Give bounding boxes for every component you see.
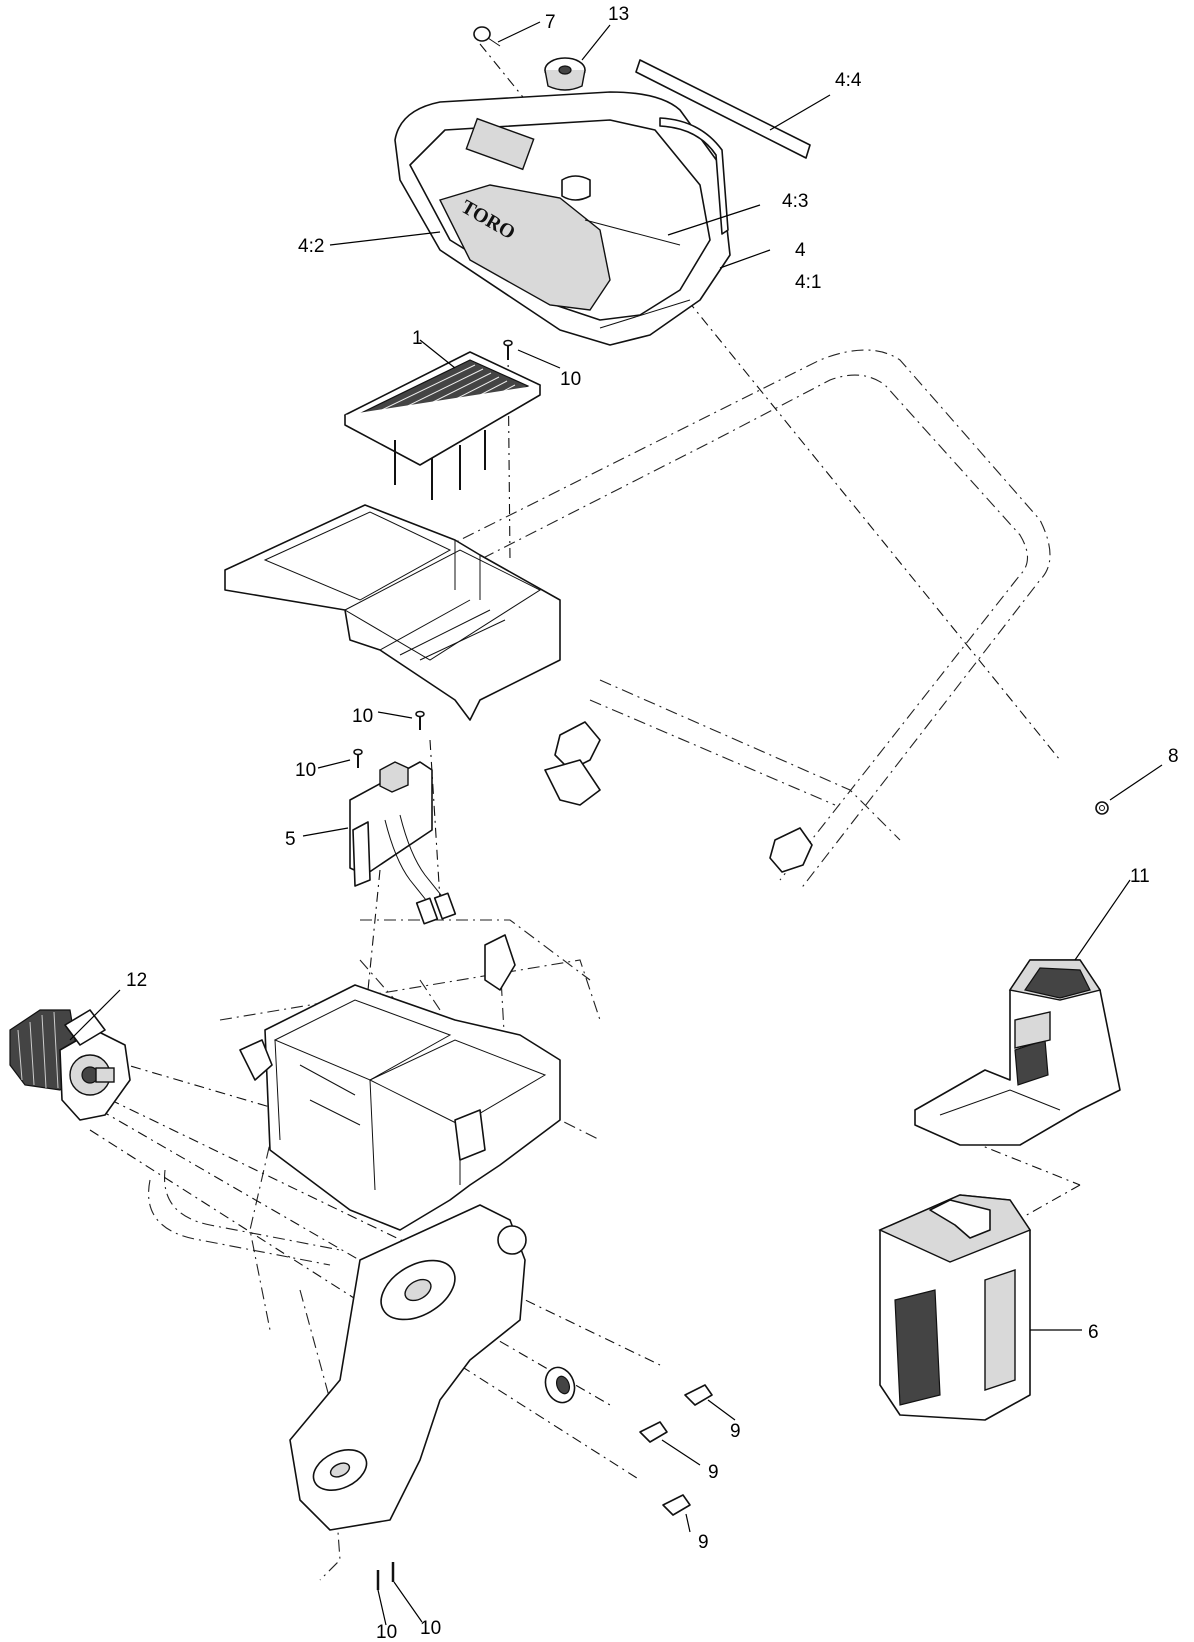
controller-heatsink bbox=[344, 351, 541, 500]
callout-labels: 7 13 4:4 4:3 4 4:1 4:2 1 10 10 10 5 8 11… bbox=[126, 4, 1179, 1642]
callout-4-1: 4:1 bbox=[795, 272, 821, 293]
console-knob-seat bbox=[561, 175, 591, 201]
bushing bbox=[544, 1366, 576, 1404]
callout-13: 13 bbox=[608, 4, 629, 25]
callout-1: 1 bbox=[412, 328, 423, 349]
pin bbox=[473, 26, 501, 47]
callout-9-top: 9 bbox=[730, 1421, 741, 1442]
decal-strip bbox=[635, 59, 811, 159]
callout-4-4: 4:4 bbox=[835, 70, 862, 91]
leader-lines bbox=[69, 21, 1163, 1626]
callout-10-bottom-right: 10 bbox=[420, 1618, 441, 1639]
controller-tray bbox=[224, 504, 561, 721]
callout-10-tray: 10 bbox=[352, 706, 373, 727]
callout-11: 11 bbox=[1130, 866, 1150, 887]
callout-10-top: 10 bbox=[560, 369, 581, 390]
bolt bbox=[684, 1384, 713, 1406]
screw bbox=[415, 710, 425, 730]
callout-7: 7 bbox=[545, 12, 556, 33]
callout-4-2: 4:2 bbox=[298, 236, 324, 257]
screw bbox=[503, 339, 513, 360]
battery-box-frame bbox=[239, 721, 813, 1531]
callout-5: 5 bbox=[285, 829, 296, 850]
console-display-panel bbox=[465, 117, 535, 171]
bolt bbox=[639, 1421, 668, 1443]
callout-12: 12 bbox=[126, 970, 147, 991]
callout-10-bracket: 10 bbox=[295, 760, 316, 781]
screw bbox=[353, 748, 363, 768]
motor bbox=[9, 1009, 131, 1121]
charger bbox=[914, 959, 1121, 1146]
callout-10-bottom-left: 10 bbox=[376, 1622, 397, 1642]
bolt bbox=[662, 1494, 691, 1516]
callout-6: 6 bbox=[1088, 1322, 1099, 1343]
console-housing: TORO bbox=[394, 91, 731, 346]
console-bail-rod bbox=[659, 117, 729, 235]
callout-9-bottom: 9 bbox=[698, 1532, 709, 1553]
knob bbox=[544, 57, 586, 91]
callout-4-3: 4:3 bbox=[782, 191, 808, 212]
callout-8: 8 bbox=[1168, 746, 1179, 767]
switch-bracket bbox=[349, 761, 457, 925]
callout-9-middle: 9 bbox=[708, 1462, 719, 1483]
nut bbox=[1095, 801, 1109, 815]
callout-4: 4 bbox=[795, 240, 806, 261]
battery-pack bbox=[878, 1194, 1032, 1421]
